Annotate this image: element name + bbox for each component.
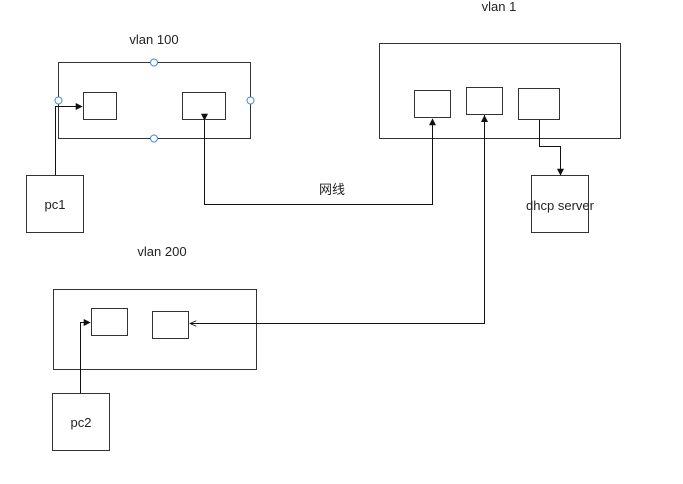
resize-handle-bottom[interactable] [150, 134, 158, 143]
vlan100-title: vlan 100 [129, 32, 178, 47]
pc2-node[interactable]: pc2 [52, 393, 110, 451]
edge-label-cable: 网线 [319, 182, 345, 197]
arrowhead-vlan1-port2 [481, 115, 488, 122]
pc2-label: pc2 [71, 415, 92, 430]
edge-vlan1-vlan200[interactable] [190, 115, 485, 324]
vlan1-port-1[interactable] [414, 90, 451, 118]
resize-handle-left[interactable] [54, 96, 63, 105]
vlan1-port-2[interactable] [466, 87, 503, 115]
resize-handle-top[interactable] [150, 58, 158, 67]
edge-vlan1-vlan100[interactable] [201, 113, 436, 205]
vlan1-title: vlan 1 [482, 0, 517, 14]
pc1-label: pc1 [45, 197, 66, 212]
edge-vlan1-dhcp[interactable] [539, 120, 564, 176]
vlan200-port-2[interactable] [152, 311, 189, 339]
dhcp-server-label: dhcp server [526, 198, 595, 213]
vlan200-port-1[interactable] [91, 308, 128, 336]
vlan1-switch[interactable] [379, 43, 621, 139]
edge-pc2-vlan200[interactable] [80, 319, 91, 394]
vlan100-switch[interactable] [58, 62, 251, 139]
vlan1-port-3[interactable] [518, 88, 560, 120]
vlan200-switch[interactable] [53, 289, 257, 370]
vlan100-port-2[interactable] [182, 92, 226, 120]
dhcp-server-node[interactable]: dhcp server [526, 175, 595, 233]
pc1-node[interactable]: pc1 [26, 175, 84, 233]
vlan100-port-1[interactable] [83, 92, 117, 120]
resize-handle-right[interactable] [246, 96, 255, 105]
edge-pc1-vlan100[interactable] [55, 103, 83, 176]
vlan200-title: vlan 200 [137, 244, 186, 259]
